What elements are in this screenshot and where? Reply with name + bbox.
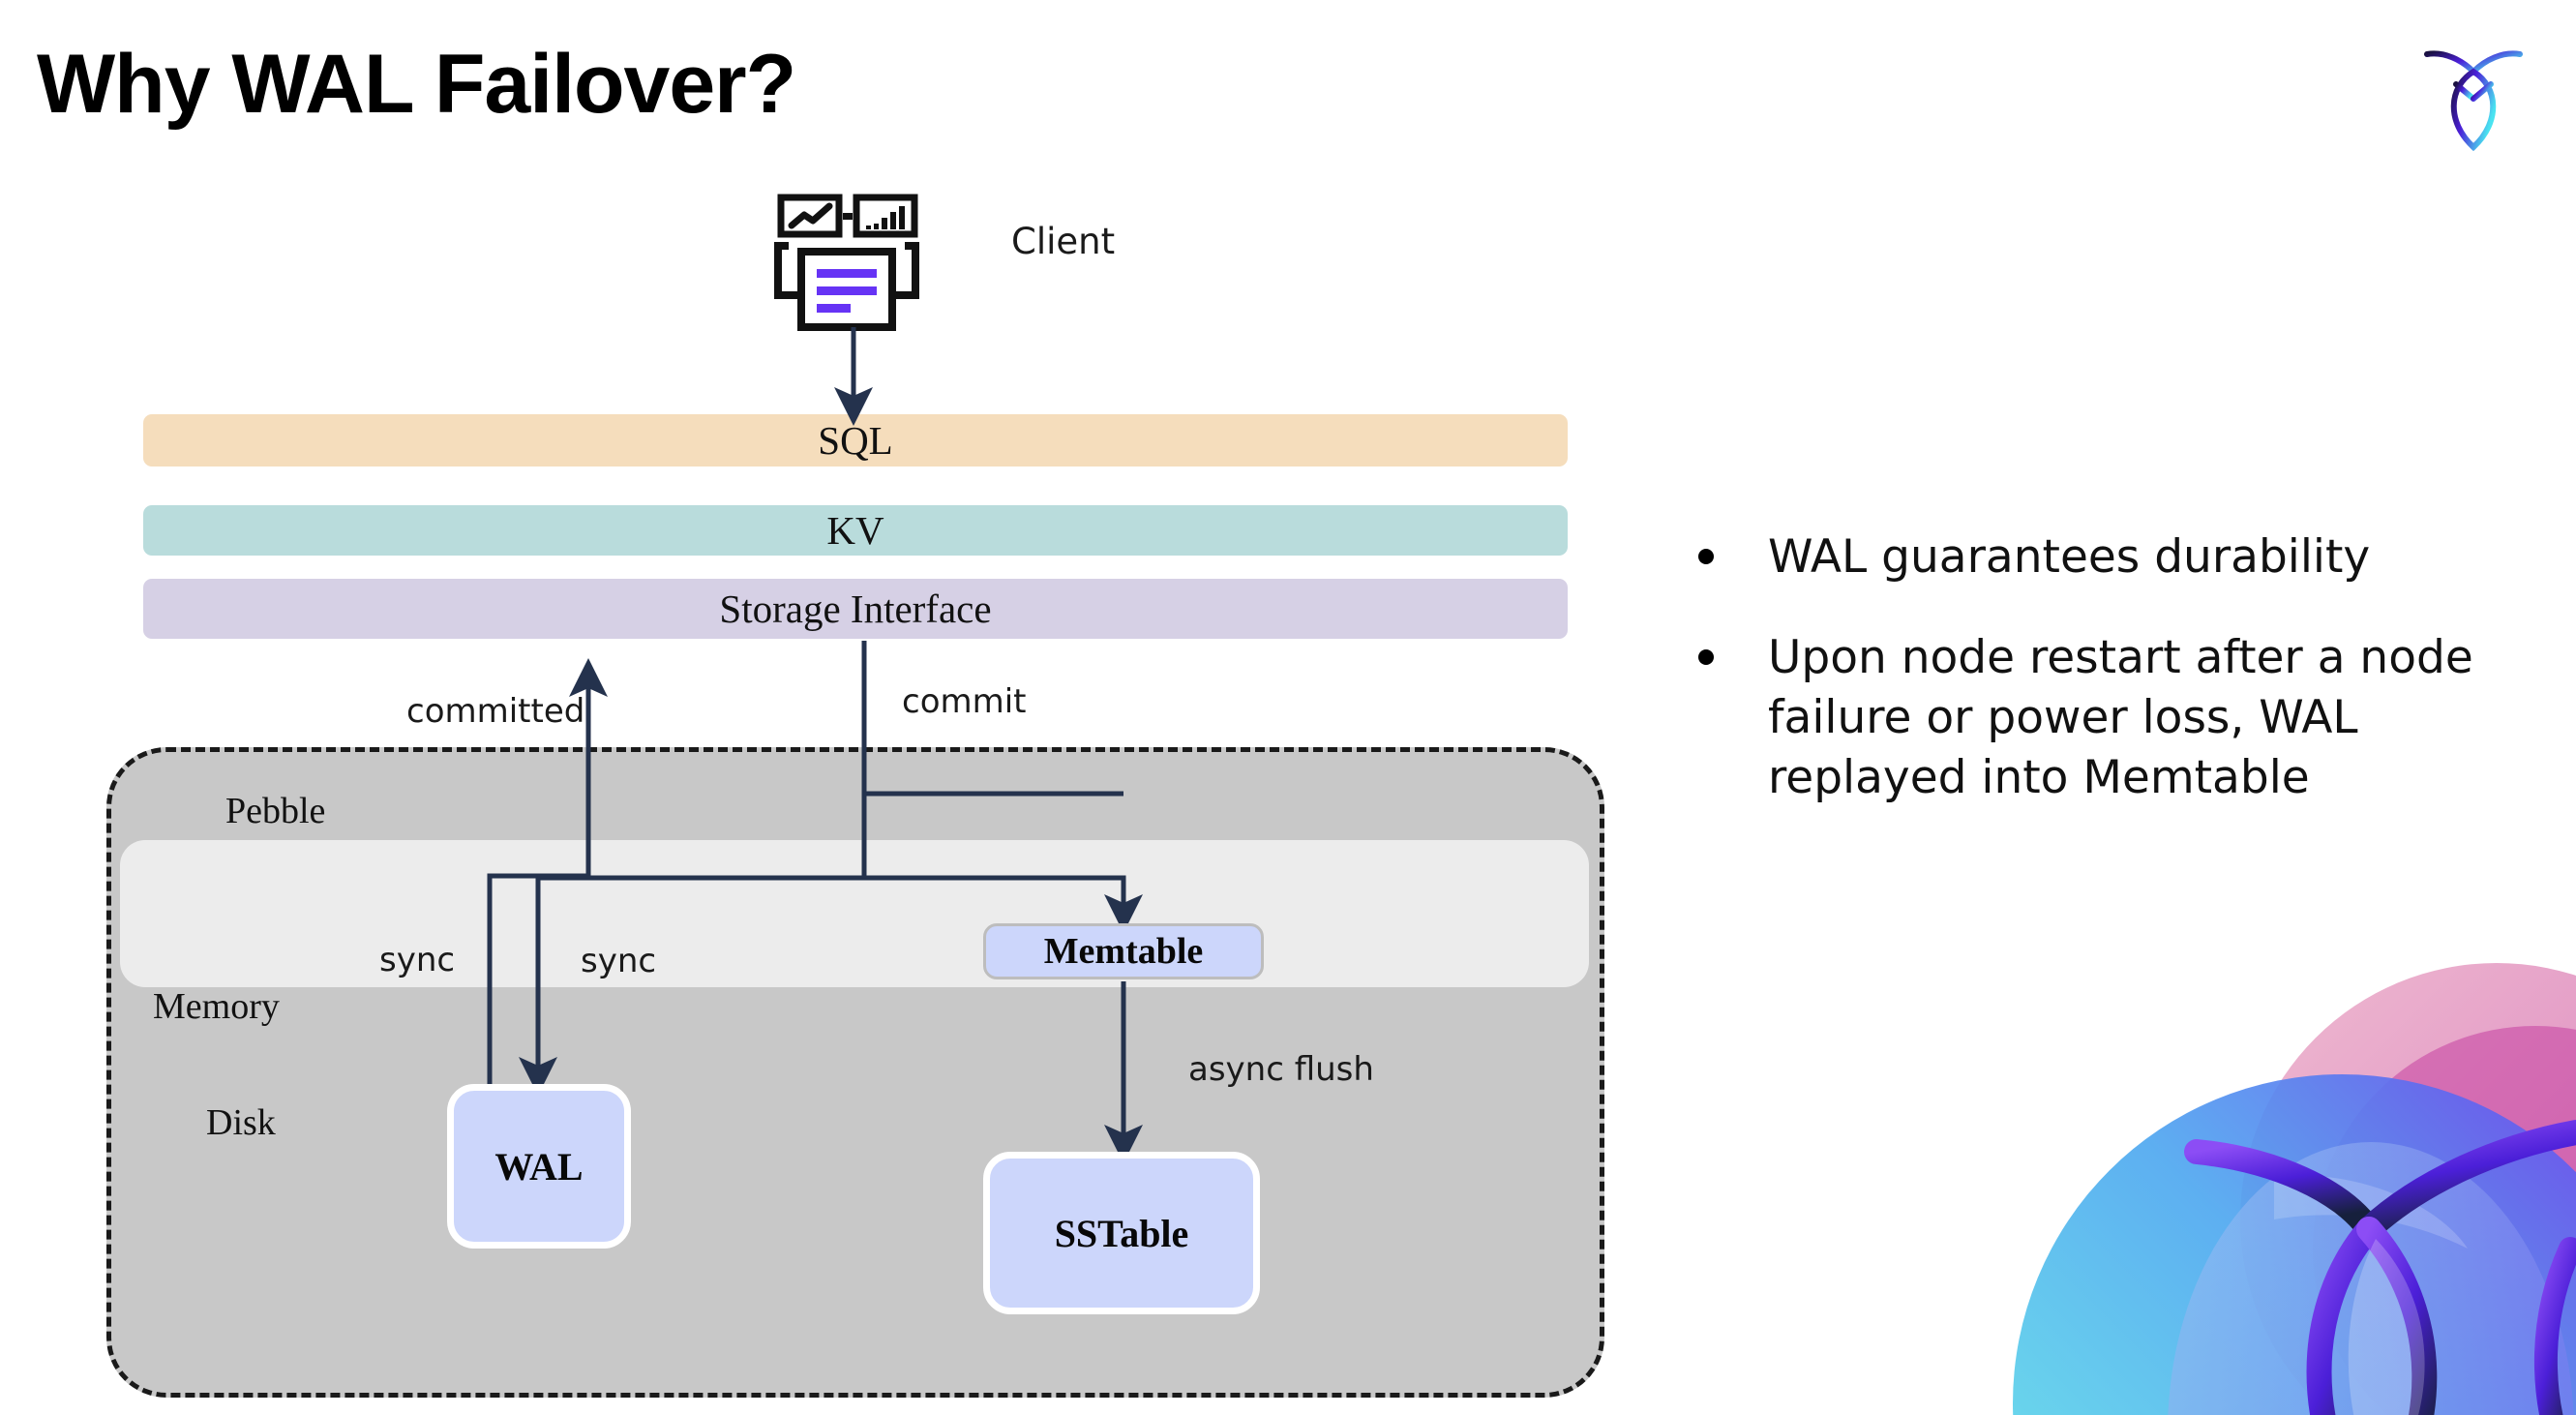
memory-label: Memory (153, 986, 280, 1027)
decorative-brand-artwork (1955, 929, 2576, 1415)
bullet-text: Upon node restart after a node failure o… (1768, 631, 2473, 805)
layer-bar-sql: SQL (143, 414, 1568, 467)
list-item: Upon node restart after a node failure o… (1698, 628, 2511, 808)
node-label-sstable: SSTable (1054, 1211, 1189, 1255)
edge-label-sync-left: sync (379, 941, 456, 979)
edge-label-committed: committed (406, 692, 585, 731)
edge-label-async-flush: async flush (1188, 1050, 1374, 1089)
cockroachdb-logo (2419, 39, 2528, 153)
layer-label-storage: Storage Interface (719, 587, 992, 631)
client-label: Client (1011, 221, 1116, 262)
layer-label-sql: SQL (818, 418, 893, 463)
bullet-list: WAL guarantees durability Upon node rest… (1698, 527, 2511, 849)
memory-zone (120, 840, 1589, 987)
edge-label-sync-right: sync (581, 942, 657, 980)
layer-bar-storage: Storage Interface (143, 579, 1568, 639)
pebble-label: Pebble (225, 791, 326, 831)
node-label-memtable: Memtable (1043, 931, 1204, 972)
node-label-wal: WAL (494, 1144, 584, 1189)
layer-bar-kv: KV (143, 505, 1568, 556)
node-sstable: SSTable (983, 1152, 1260, 1314)
bullet-dot-icon (1698, 549, 1714, 564)
node-memtable: Memtable (983, 923, 1264, 979)
layer-label-kv: KV (826, 508, 884, 553)
disk-label: Disk (206, 1102, 276, 1143)
edge-label-commit: commit (902, 682, 1027, 721)
bullet-text: WAL guarantees durability (1768, 530, 2371, 584)
page-title: Why WAL Failover? (37, 38, 796, 131)
list-item: WAL guarantees durability (1698, 527, 2511, 587)
bullet-dot-icon (1698, 649, 1714, 666)
node-wal: WAL (447, 1084, 631, 1249)
client-dashboard-icon (769, 194, 924, 337)
